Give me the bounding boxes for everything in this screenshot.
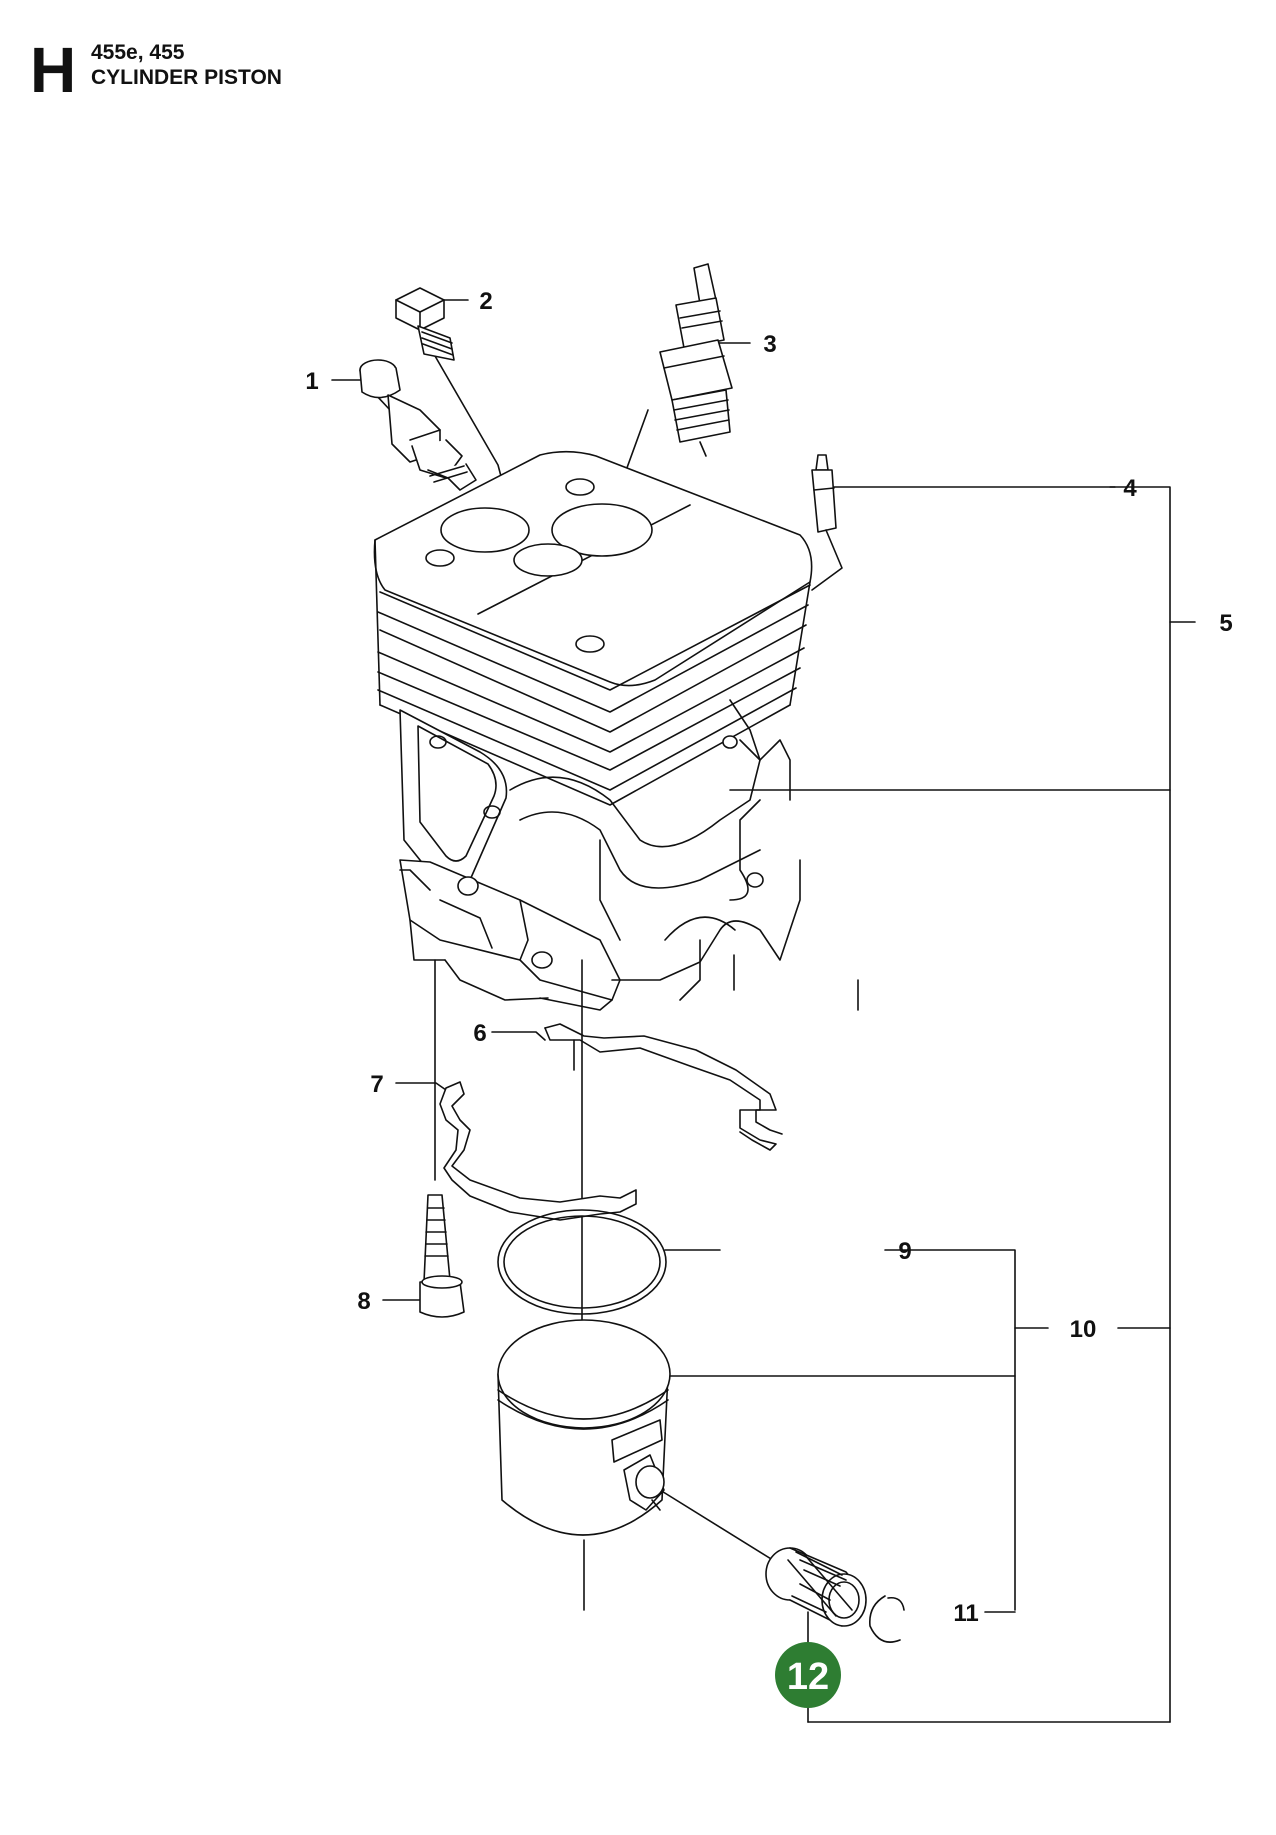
part-5-cylinder — [373, 450, 813, 1011]
part-12-needle-bearing — [765, 1547, 867, 1627]
callout-12: 12 — [787, 1656, 829, 1698]
part-7-gasket — [439, 1081, 637, 1221]
part-6-gasket — [544, 1023, 783, 1151]
callout-3: 3 — [763, 331, 776, 358]
part-2-plug — [395, 287, 455, 361]
section-title: CYLINDER PISTON — [91, 66, 282, 89]
part-3-spark-plug — [659, 263, 733, 457]
callout-4: 4 — [1123, 475, 1137, 502]
callout-1: 1 — [305, 368, 318, 395]
callout-9: 9 — [898, 1238, 911, 1265]
part-9-piston-ring — [497, 1209, 667, 1315]
callout-7: 7 — [370, 1071, 383, 1098]
callout-2: 2 — [479, 288, 492, 315]
callout-8: 8 — [357, 1288, 370, 1315]
callout-labels: 1 2 3 4 5 6 7 8 9 10 11 12 — [305, 288, 1233, 1708]
part-8-screw — [419, 1194, 465, 1318]
part-11-circlip — [868, 1595, 905, 1643]
part-10-piston — [497, 1319, 671, 1536]
section-letter: H — [30, 34, 77, 106]
callout-6: 6 — [473, 1020, 486, 1047]
callout-10: 10 — [1070, 1316, 1097, 1343]
part-4-fitting — [811, 454, 843, 591]
callout-12-highlight-badge — [775, 1642, 841, 1708]
model-numbers: 455e, 455 — [91, 41, 185, 64]
part-1-decompression-valve — [359, 359, 477, 491]
callout-11: 11 — [953, 1600, 978, 1627]
callout-5: 5 — [1219, 610, 1232, 637]
